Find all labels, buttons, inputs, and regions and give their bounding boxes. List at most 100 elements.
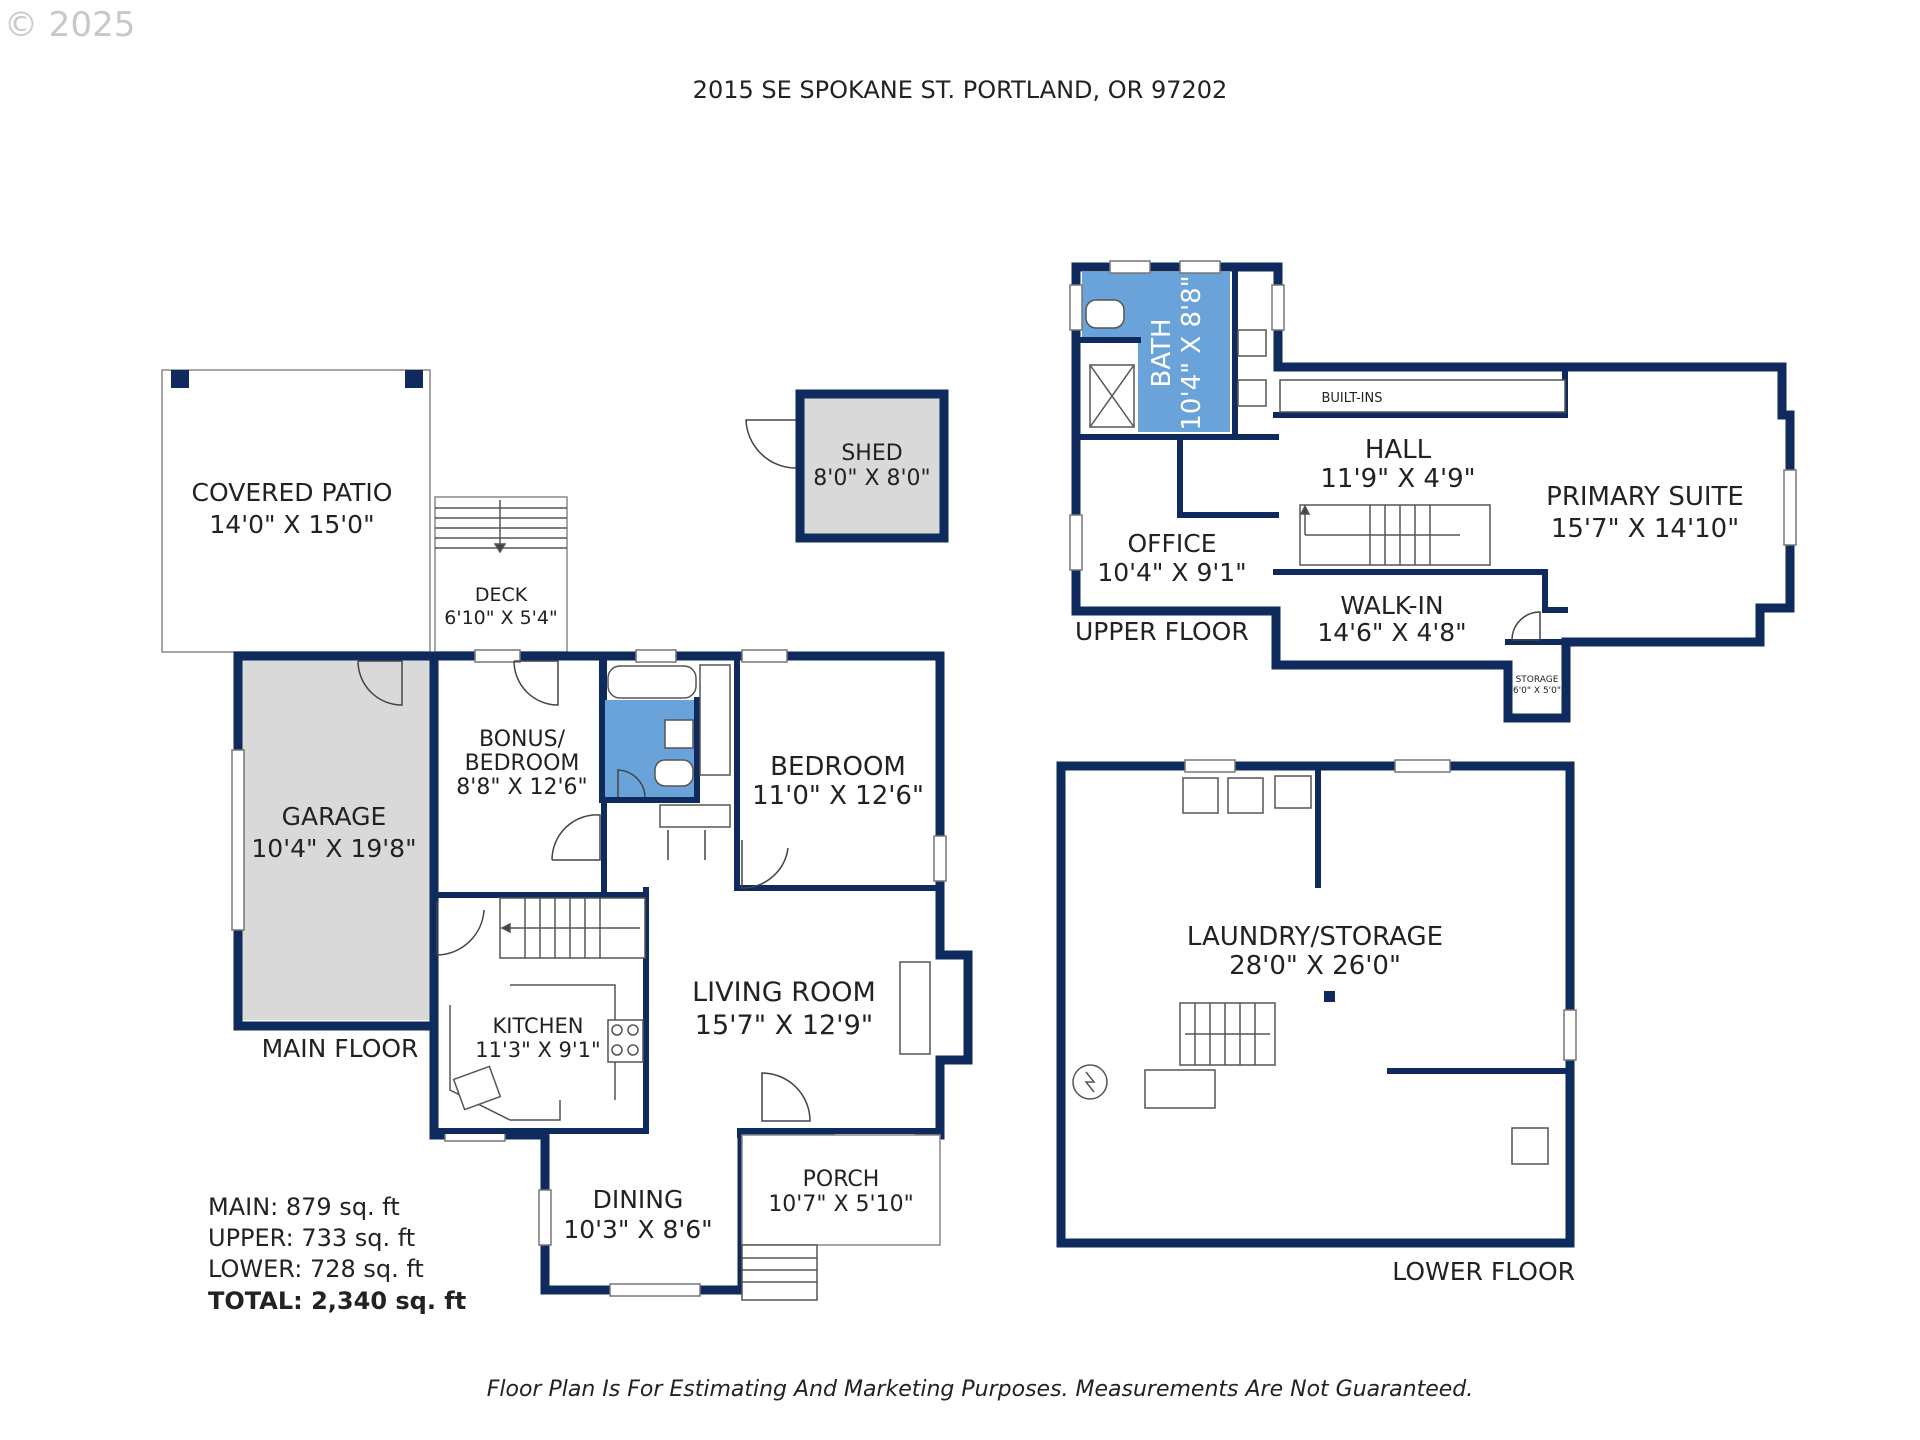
area-lower: LOWER: 728 sq. ft — [208, 1255, 424, 1283]
deck-label: DECK — [475, 584, 528, 606]
upper-floor-walls — [1071, 262, 1795, 723]
bath-walls — [599, 657, 700, 803]
lower-floor-walls — [1056, 761, 1575, 1248]
upper-floor: BATH 10'4" X 8'8" BUILT-INS HALL 11'9" X… — [1069, 260, 1797, 723]
deck-stairs — [435, 500, 567, 554]
support-post — [1324, 991, 1335, 1002]
bedroom-size: 11'0" X 12'6" — [752, 781, 924, 811]
burner — [611, 1044, 623, 1056]
window — [1783, 469, 1797, 546]
toilet — [654, 759, 694, 787]
fireplace — [899, 961, 931, 1055]
area-upper: UPPER: 733 sq. ft — [208, 1224, 415, 1252]
laundry-storage-size: 28'0" X 26'0" — [1229, 951, 1401, 981]
storage-label: STORAGE — [1516, 675, 1559, 685]
bonus-bedroom-label-line1: BONUS/ — [479, 727, 566, 752]
main-stairs — [499, 897, 646, 959]
window — [1563, 1009, 1577, 1061]
burner — [627, 1044, 639, 1056]
covered-patio-size: 14'0" X 15'0" — [209, 510, 374, 539]
built-ins-cabinet — [1279, 379, 1566, 413]
garage-door — [357, 660, 403, 706]
kitchen-counter — [449, 1005, 561, 1121]
garage-entry-door — [436, 902, 485, 956]
lower-floor: LAUNDRY/STORAGE 28'0" X 26'0" LOWER FLOO… — [1056, 759, 1577, 1286]
porch-area — [741, 1134, 941, 1246]
window — [741, 649, 788, 663]
built-ins-label: BUILT-INS — [1322, 391, 1383, 406]
copyright-watermark: © 2025 — [4, 5, 135, 45]
main-floor: COVERED PATIO 14'0" X 15'0" DECK 6'10" X… — [161, 369, 973, 1301]
bonus-door-2 — [551, 814, 601, 861]
garage-area — [240, 660, 430, 1020]
living-room-size: 15'7" X 12'9" — [695, 1010, 873, 1041]
closet — [659, 804, 731, 828]
covered-patio-label: COVERED PATIO — [192, 478, 393, 507]
window — [474, 649, 521, 663]
window — [1179, 260, 1221, 274]
bathtub — [607, 665, 697, 699]
storage-size: 6'0" X 5'0" — [1513, 686, 1561, 696]
shower-x — [1089, 364, 1135, 428]
storage-door — [1511, 611, 1541, 641]
primary-suite-size: 15'7" X 14'10" — [1551, 514, 1739, 544]
sink — [664, 719, 694, 749]
kitchen-sink — [452, 1065, 502, 1111]
shed: SHED 8'0" X 8'0" — [745, 389, 949, 543]
patio-post — [405, 370, 423, 388]
kitchen-label: KITCHEN — [493, 1014, 584, 1038]
utility-sink — [1274, 775, 1312, 809]
walk-in-size: 14'6" X 4'8" — [1317, 618, 1466, 647]
main-house-walls — [429, 651, 973, 1295]
toilet — [1085, 299, 1125, 329]
water-heater-symbol — [1084, 1071, 1096, 1093]
dryer — [1227, 777, 1264, 814]
closet-door — [667, 830, 706, 860]
deck-area — [434, 496, 568, 653]
hall-label: HALL — [1365, 435, 1432, 465]
sink — [1237, 329, 1267, 357]
window — [1069, 284, 1083, 331]
covered-patio-area — [161, 369, 431, 653]
upper-bath-size: 10'4" X 8'8" — [1177, 275, 1207, 430]
closet — [699, 664, 731, 776]
window — [1184, 759, 1236, 773]
office-size: 10'4" X 9'1" — [1097, 558, 1246, 587]
bedroom-label: BEDROOM — [770, 752, 906, 782]
kitchen-size: 11'3" X 9'1" — [475, 1038, 600, 1062]
laundry-storage-label: LAUNDRY/STORAGE — [1187, 922, 1443, 952]
office-label: OFFICE — [1127, 529, 1216, 558]
patio-post — [171, 370, 189, 388]
area-total: TOTAL: 2,340 sq. ft — [208, 1287, 466, 1315]
porch-label: PORCH — [803, 1167, 880, 1192]
window — [538, 1189, 552, 1246]
burner — [627, 1024, 639, 1036]
window — [1271, 284, 1285, 331]
window — [1109, 260, 1151, 274]
living-room-label: LIVING ROOM — [692, 977, 876, 1008]
bath-door — [617, 769, 646, 798]
area-main: MAIN: 879 sq. ft — [208, 1193, 400, 1221]
shed-walls — [795, 389, 949, 543]
furnace — [1511, 1127, 1549, 1165]
sink — [1237, 379, 1267, 407]
shed-size: 8'0" X 8'0" — [813, 466, 930, 491]
lower-stairs — [1144, 1002, 1276, 1109]
window — [933, 835, 947, 882]
property-address: 2015 SE SPOKANE ST. PORTLAND, OR 97202 — [693, 76, 1228, 104]
garage-window — [231, 749, 245, 931]
shed-door — [745, 419, 797, 469]
lower-floor-label: LOWER FLOOR — [1392, 1257, 1575, 1286]
bonus-door — [513, 660, 559, 706]
garage-label: GARAGE — [282, 802, 387, 831]
window — [1394, 759, 1451, 773]
hall-size: 11'9" X 4'9" — [1320, 464, 1475, 494]
primary-suite-label: PRIMARY SUITE — [1546, 482, 1744, 512]
dining-label: DINING — [593, 1185, 684, 1214]
dining-size: 10'3" X 8'6" — [563, 1215, 712, 1244]
area-summary: MAIN: 879 sq. ft UPPER: 733 sq. ft LOWER… — [208, 1193, 466, 1315]
burner — [611, 1024, 623, 1036]
porch-size: 10'7" X 5'10" — [768, 1192, 913, 1217]
bonus-bedroom-size: 8'8" X 12'6" — [456, 775, 587, 800]
